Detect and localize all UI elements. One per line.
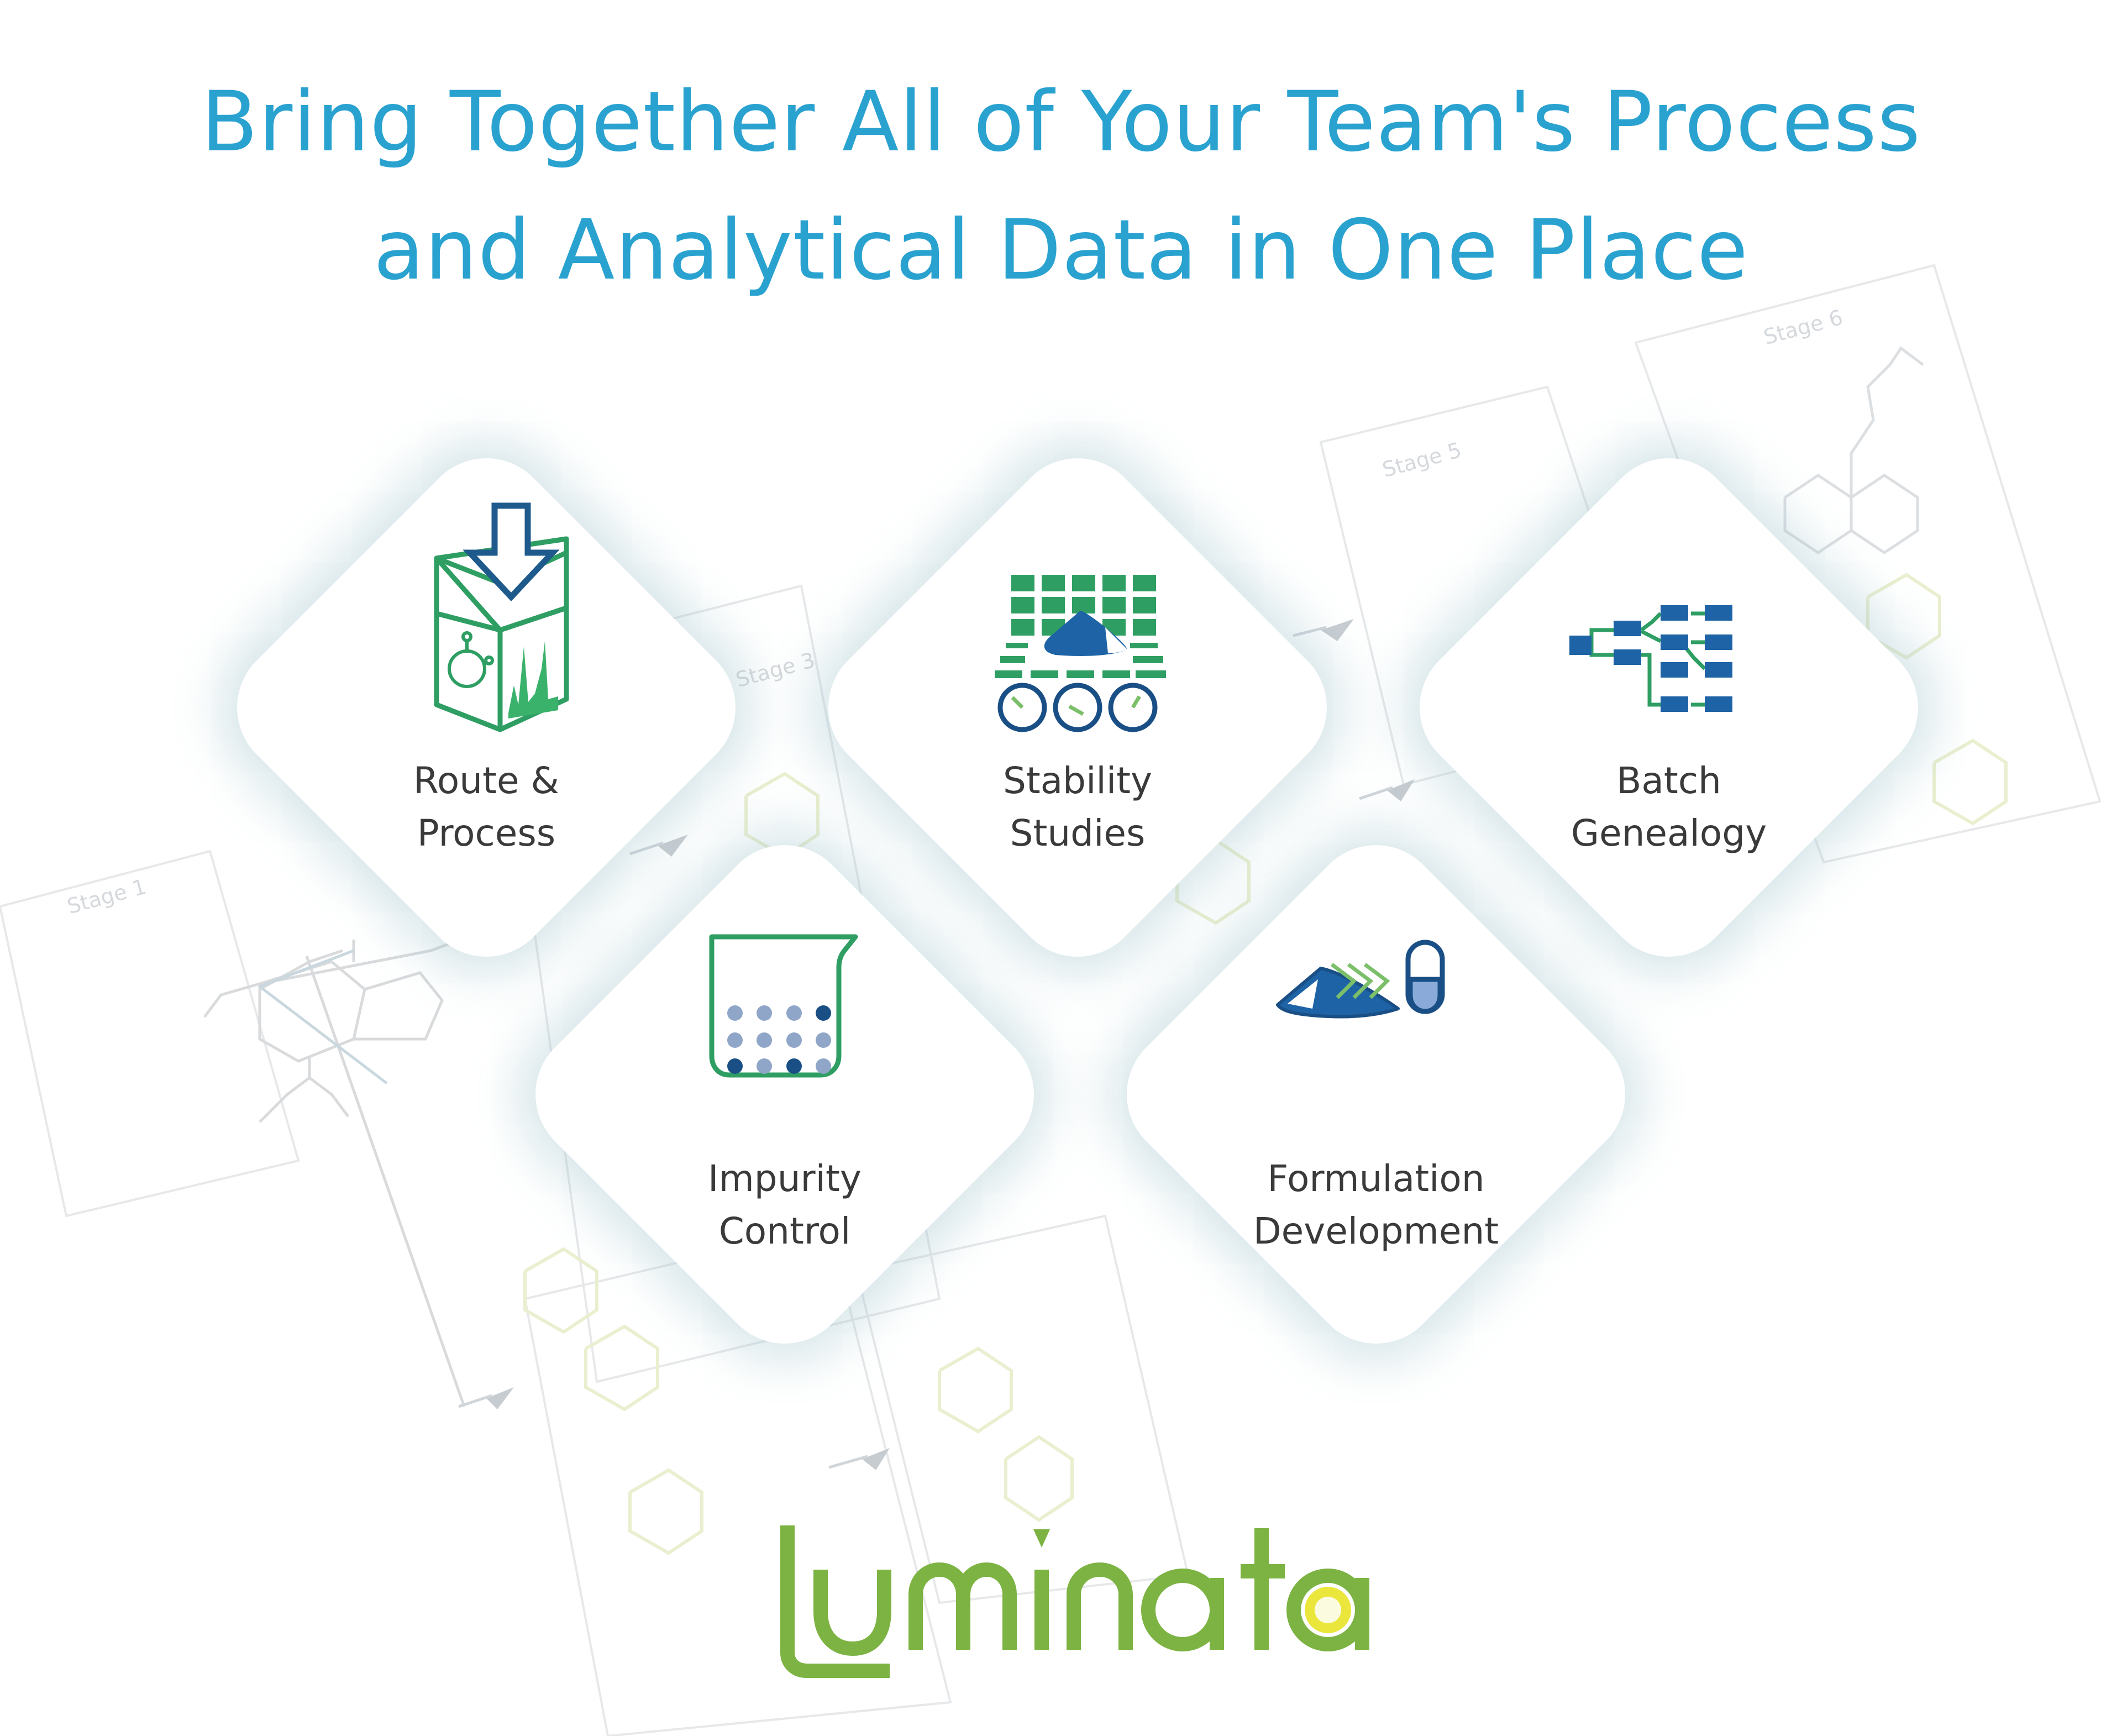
tile-label-line-2: Genealogy: [1571, 812, 1767, 854]
tile-label: Impurity Control: [508, 1152, 1061, 1257]
luminata-logo-mark: Luminata: [780, 1525, 1369, 1678]
tile-label-line-2: Development: [1253, 1210, 1499, 1252]
tile-stability-studies[interactable]: Stability Studies: [801, 431, 1354, 984]
tile-label-line-2: Process: [417, 812, 556, 854]
tile-label: Batch Genealogy: [1393, 754, 1945, 859]
box-with-arrow-icon: [434, 502, 569, 732]
tile-label-line-2: Studies: [1010, 812, 1146, 854]
tile-batch-genealogy[interactable]: Batch Genealogy: [1392, 431, 1946, 984]
tile-label-line-1: Formulation: [1267, 1157, 1485, 1200]
headline-line-2: and Analytical Data in One Place: [373, 202, 1749, 298]
headline-line-1: Bring Together All of Your Team's Proces…: [201, 74, 1921, 170]
genealogy-tree-icon: [1569, 605, 1732, 712]
tile-route-process[interactable]: Route & Process: [209, 431, 763, 984]
tile-label-line-1: Stability: [1002, 759, 1153, 802]
tile-label: Stability Studies: [801, 754, 1354, 859]
tile-impurity-control[interactable]: Impurity Control: [508, 817, 1062, 1371]
tile-label-line-1: Impurity: [708, 1157, 862, 1200]
powder-to-capsule-icon: [1276, 940, 1445, 1019]
tile-label-line-1: Batch: [1616, 759, 1721, 802]
beaker-icon: [709, 934, 858, 1078]
page-headline: Bring Together All of Your Team's Proces…: [0, 58, 2122, 314]
tile-label-line-2: Control: [718, 1210, 851, 1252]
tile-label: Route & Process: [210, 754, 763, 859]
stage-label: Stage 1: [64, 874, 149, 919]
tile-formulation-development[interactable]: Formulation Development: [1099, 817, 1653, 1371]
tile-label-line-1: Route &: [413, 759, 560, 802]
luminata-logo: Luminata: [771, 1517, 1384, 1694]
tile-label: Formulation Development: [1100, 1152, 1652, 1257]
stability-grid-icon: [995, 575, 1166, 732]
